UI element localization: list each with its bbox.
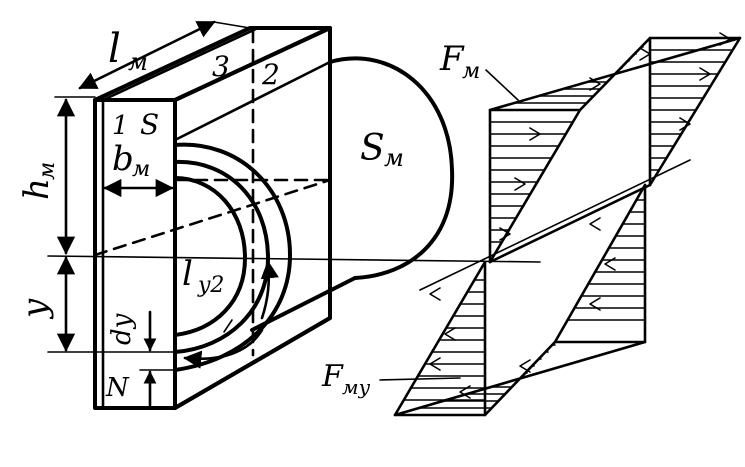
label-h-m-sub: м [35, 162, 60, 180]
label-n: N [105, 373, 130, 403]
label-f-m-sub: м [462, 59, 480, 84]
label-dy: dy [107, 313, 137, 345]
flux-surface-outline [328, 56, 455, 280]
label-h-m-group: h м [17, 162, 60, 200]
label-y: y [15, 298, 55, 320]
block-front-face [93, 98, 177, 410]
label-h-m: h [17, 178, 57, 200]
force-diagram [379, 32, 742, 417]
label-l-m-sub: м [128, 48, 148, 76]
force-arrows-upper [499, 32, 731, 241]
dim-l-m [78, 20, 216, 90]
label-l-m: l [108, 26, 121, 72]
label-s: S [140, 108, 159, 141]
labels: l м 3 2 1 S b м h м y dy N S м l y2 F м … [15, 26, 480, 403]
arc-arrow-right [260, 260, 279, 320]
label-f-my-sub: мy [342, 375, 371, 399]
label-l-y2-sub: y2 [197, 273, 224, 298]
label-one: 1 [112, 111, 129, 141]
flux-surface [173, 56, 455, 372]
label-y-group: y [15, 298, 55, 320]
label-b-m: b [112, 139, 134, 179]
label-s-m-sub: м [384, 144, 404, 172]
outer-arc [173, 142, 292, 372]
magnet-block [93, 26, 332, 410]
f-m-leader [485, 69, 519, 101]
label-three: 3 [212, 50, 230, 83]
neutral-axis [419, 159, 691, 291]
label-b-m-sub: м [132, 157, 150, 182]
force-arrows-lower [429, 217, 616, 399]
arc-arrow-lower [183, 328, 264, 369]
label-f-m: F [439, 39, 465, 79]
label-l-y2: l [182, 254, 193, 294]
hidden-diagonal [93, 178, 332, 257]
label-two: 2 [261, 58, 280, 91]
f-my-leader [379, 377, 461, 381]
label-f-my: F [321, 359, 344, 394]
dimensions [47, 20, 541, 407]
label-s-m: S [360, 128, 385, 169]
label-dy-group: dy [107, 313, 137, 345]
